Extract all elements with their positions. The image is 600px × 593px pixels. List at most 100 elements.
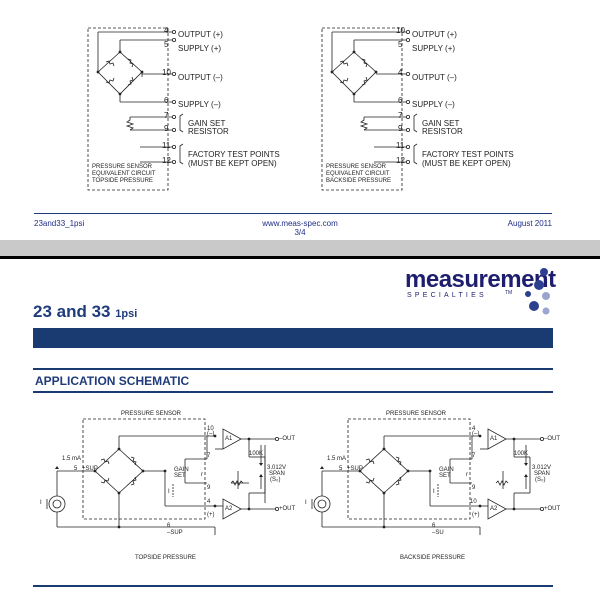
gain-set-1: GAIN	[439, 467, 454, 473]
pin-label: (MUST BE KEPT OPEN)	[422, 159, 511, 168]
sensor-label: PRESSURE SENSOR	[121, 411, 182, 417]
title-main: 23 and 33	[33, 302, 111, 321]
pin-label: OUTPUT (–)	[412, 73, 457, 82]
pin-label: SUPPLY (–)	[412, 100, 455, 109]
pin-number: 4	[398, 68, 403, 77]
out-minus: –OUT	[279, 436, 296, 442]
caption-line: TOPSIDE PRESSURE	[92, 178, 153, 184]
footer-doc-id: 23and33_1psi	[34, 219, 85, 228]
pin-number: 9	[164, 124, 169, 133]
title-banner	[33, 328, 553, 348]
pin-number: 11	[396, 141, 405, 150]
circuit-caption-backside: PRESSURE SENSOR EQUIVALENT CIRCUIT BACKS…	[326, 164, 391, 185]
pin-6: 6	[167, 523, 171, 529]
current-i: I	[40, 500, 42, 506]
current-i: I	[305, 500, 307, 506]
pin-number: 7	[164, 111, 169, 120]
span-3: (S₀)	[535, 477, 546, 483]
logo-dots-icon	[525, 268, 550, 315]
out-plus: +OUT	[544, 506, 561, 512]
pin-label: OUTPUT (+)	[412, 30, 457, 39]
footer-date: August 2011	[507, 219, 552, 228]
title-small: 1psi	[115, 308, 138, 320]
footer-website[interactable]: www.meas-spec.com	[262, 219, 338, 228]
pin-label: SUPPLY (+)	[412, 44, 456, 53]
pin-number: 4	[164, 26, 169, 35]
pin-number: 6	[164, 96, 169, 105]
circuit-caption-topside: PRESSURE SENSOR EQUIVALENT CIRCUIT TOPSI…	[92, 164, 155, 185]
gain-r: r	[201, 472, 203, 478]
pin-9: 9	[207, 485, 211, 491]
application-schematic-backside	[311, 418, 544, 535]
out-plus: +OUT	[279, 506, 296, 512]
pin-label: GAIN SET	[188, 119, 226, 128]
pin-10: 10	[207, 426, 214, 432]
pin-label: (MUST BE KEPT OPEN)	[188, 159, 277, 168]
pin-7: 7	[472, 453, 476, 459]
gain-set-1: GAIN	[174, 467, 189, 473]
pin-label: FACTORY TEST POINTS	[188, 150, 280, 159]
resistor-100k: 100K	[514, 451, 529, 457]
section-heading: APPLICATION SCHEMATIC	[35, 374, 190, 388]
pin-label: OUTPUT (–)	[178, 73, 223, 82]
pin-number: 10	[162, 68, 171, 77]
schematic-caption: TOPSIDE PRESSURE	[135, 555, 196, 561]
logo-wordmark: measurement	[405, 266, 556, 293]
current-label: 1.5 mA	[327, 456, 347, 462]
caption-line: EQUIVALENT CIRCUIT	[92, 171, 156, 177]
pin-5: 5	[339, 466, 343, 472]
equivalent-circuit-backside	[321, 27, 418, 191]
pin-9: 9	[472, 485, 476, 491]
bottom-rule	[33, 585, 553, 587]
pin-number: 11	[162, 141, 171, 150]
pin-4: 4	[207, 499, 211, 505]
pin-number: 5	[398, 40, 403, 49]
pin-label: RESISTOR	[422, 127, 463, 136]
sensor-label: PRESSURE SENSOR	[386, 411, 447, 417]
caption-line: PRESSURE SENSOR	[92, 164, 153, 170]
pin-label: SUPPLY (–)	[178, 100, 221, 109]
span-3: (S₀)	[270, 477, 281, 483]
span-1: 3.012V	[532, 465, 552, 471]
section-rule-top	[33, 368, 553, 370]
current-label: 1.5 mA	[62, 456, 82, 462]
pin-sign-minus: (–)	[207, 431, 215, 437]
pin-label: GAIN SET	[422, 119, 460, 128]
page-title: 23 and 33 1psi	[33, 302, 137, 322]
pin-sign-plus: (+)	[207, 512, 215, 518]
sup-plus: +SUP	[82, 466, 98, 472]
sup-minus: –SUP	[167, 530, 183, 536]
pin-number: 10	[396, 26, 405, 35]
current-page: measurement SPECIALTIES TM 23 and 33 1ps…	[0, 259, 600, 593]
pin-label: RESISTOR	[188, 127, 229, 136]
amp-a1: A1	[225, 436, 233, 442]
footer-rule	[34, 213, 552, 214]
span-1: 3.012V	[267, 465, 287, 471]
pin-number: 6	[398, 96, 403, 105]
amp-a2: A2	[490, 506, 498, 512]
footer-page-number: 3/4	[294, 228, 306, 237]
pin-10: 10	[470, 499, 477, 505]
sup-plus: +SUP	[347, 466, 363, 472]
gain-set-2: SET	[174, 473, 186, 479]
pin-number: 12	[162, 156, 171, 165]
section-rule-bottom	[33, 391, 553, 393]
caption-line: EQUIVALENT CIRCUIT	[326, 171, 390, 177]
company-logo: measurement SPECIALTIES TM	[405, 266, 556, 299]
sensor-i: I	[433, 489, 435, 495]
pin-label: FACTORY TEST POINTS	[422, 150, 514, 159]
out-minus: –OUT	[544, 436, 561, 442]
pin-number: 5	[164, 40, 169, 49]
sup-minus: –SU	[432, 530, 444, 536]
caption-line: BACKSIDE PRESSURE	[326, 178, 392, 184]
logo-subtitle: SPECIALTIES	[407, 292, 487, 299]
pin-number: 12	[396, 156, 405, 165]
equivalent-circuit-topside	[87, 27, 184, 191]
pin-5: 5	[74, 466, 78, 472]
gain-set-2: SET	[439, 473, 451, 479]
resistor-100k: 100K	[249, 451, 264, 457]
pin-number: 7	[398, 111, 403, 120]
pin-sign-minus: (–)	[472, 431, 480, 437]
previous-page: 4 OUTPUT (+) 5 SUPPLY (+) 10 OUTPUT (–) …	[0, 0, 600, 240]
pin-4: 4	[472, 426, 476, 432]
